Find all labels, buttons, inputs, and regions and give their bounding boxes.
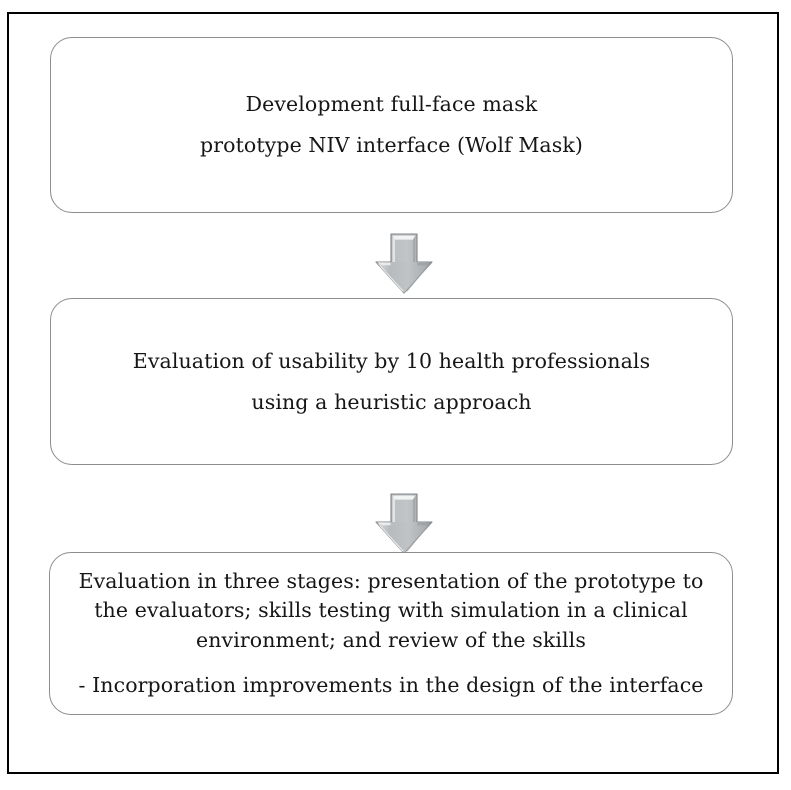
flow-box-line: - Incorporation improvements in the desi… (78, 673, 704, 697)
flow-box-usability-evaluation: Evaluation of usability by 10 health pro… (50, 298, 733, 465)
flow-box-line: Evaluation of usability by 10 health pro… (132, 348, 651, 373)
flow-box-line: prototype NIV interface (Wolf Mask) (200, 133, 583, 157)
flow-box-line: Development full-face mask (245, 92, 538, 116)
figure-outer-frame: Development full-face mask prototype NIV… (7, 12, 779, 774)
flow-box-three-stage-evaluation: Evaluation in three stages: presentation… (49, 552, 733, 715)
flow-box-prototype-development: Development full-face mask prototype NIV… (50, 37, 733, 213)
flow-box-line: Evaluation in three stages: presentation… (78, 568, 704, 593)
flow-box-line: environment; and review of the skills (196, 627, 586, 652)
down-arrow-icon (373, 492, 435, 556)
flow-box-line: using a heuristic approach (251, 389, 532, 414)
down-arrow-icon (373, 232, 435, 296)
flow-box-line: the evaluators; skills testing with simu… (94, 598, 688, 622)
